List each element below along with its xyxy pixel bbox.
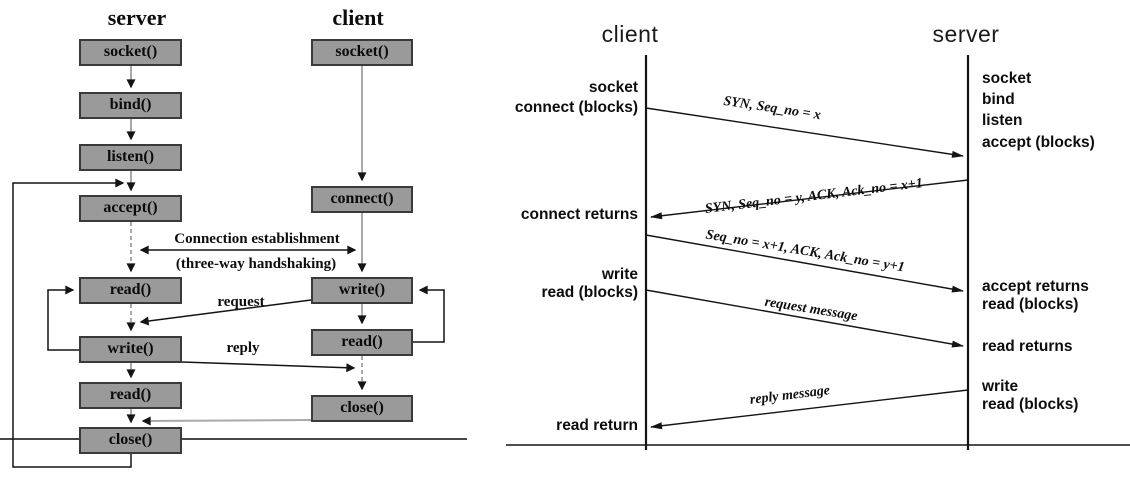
- server-write-to-read-loop-arrow: [47, 285, 79, 351]
- request-arrow: [139, 299, 312, 326]
- flow-box-server-write: write(): [79, 336, 182, 363]
- flow-box-server-read: read(): [79, 277, 182, 304]
- client-event-read-blocks: read (blocks): [541, 284, 638, 301]
- reply-arrow: [181, 361, 356, 373]
- seq-client-header: client: [601, 21, 659, 47]
- flow-box-server-accept: accept(): [79, 195, 182, 222]
- server-event-write: write: [982, 378, 1019, 395]
- ack-arrow: [645, 234, 964, 293]
- server-event-listen: listen: [982, 112, 1023, 129]
- flow-box-server-close: close(): [79, 427, 182, 454]
- flow-box-server-socket: socket(): [79, 39, 182, 66]
- client-read-to-write-loop-arrow: [413, 285, 445, 343]
- client-event-write: write: [601, 266, 638, 283]
- server-event-bind: bind: [982, 91, 1015, 108]
- request-label: request: [217, 294, 265, 310]
- client-event-connect-returns: connect returns: [520, 206, 638, 223]
- request-message-arrow: [645, 289, 964, 348]
- client-event-socket: socket: [588, 79, 638, 96]
- client-event-connect-blocks: connect (blocks): [514, 99, 638, 116]
- three-way-handshaking-label: (three-way handshaking): [175, 256, 337, 272]
- connection-establishment-label: Connection establishment: [174, 231, 340, 247]
- flow-box-client-connect: connect(): [311, 186, 413, 213]
- seq-server-header: server: [932, 21, 1000, 47]
- close-to-accept-loop-arrow: [12, 178, 132, 468]
- server-event-read-blocks-2: read (blocks): [982, 396, 1079, 413]
- flow-box-client-socket: socket(): [311, 39, 413, 66]
- server-event-read-returns: read returns: [982, 338, 1073, 355]
- server-event-accept-returns: accept returns: [982, 278, 1089, 295]
- flow-box-client-read: read(): [311, 329, 413, 356]
- flow-box-client-close: close(): [311, 395, 413, 422]
- flow-box-server-bind: bind(): [79, 92, 182, 119]
- flow-client-header: client: [332, 5, 384, 30]
- server-event-socket: socket: [982, 70, 1032, 87]
- client-event-read-return: read return: [556, 417, 638, 434]
- syn-ack-arrow: [650, 179, 969, 220]
- client-close-to-server-arrow: [141, 416, 312, 426]
- reply-label: reply: [226, 340, 260, 356]
- flow-box-server-listen: listen(): [79, 144, 182, 171]
- reply-message-arrow: [650, 389, 969, 430]
- flow-box-server-read2: read(): [79, 382, 182, 409]
- server-event-read-blocks: read (blocks): [982, 296, 1079, 313]
- server-event-accept-blocks: accept (blocks): [982, 134, 1095, 151]
- syn-arrow: [645, 107, 964, 158]
- flow-server-header: server: [107, 5, 167, 30]
- flow-box-client-write: write(): [311, 277, 413, 304]
